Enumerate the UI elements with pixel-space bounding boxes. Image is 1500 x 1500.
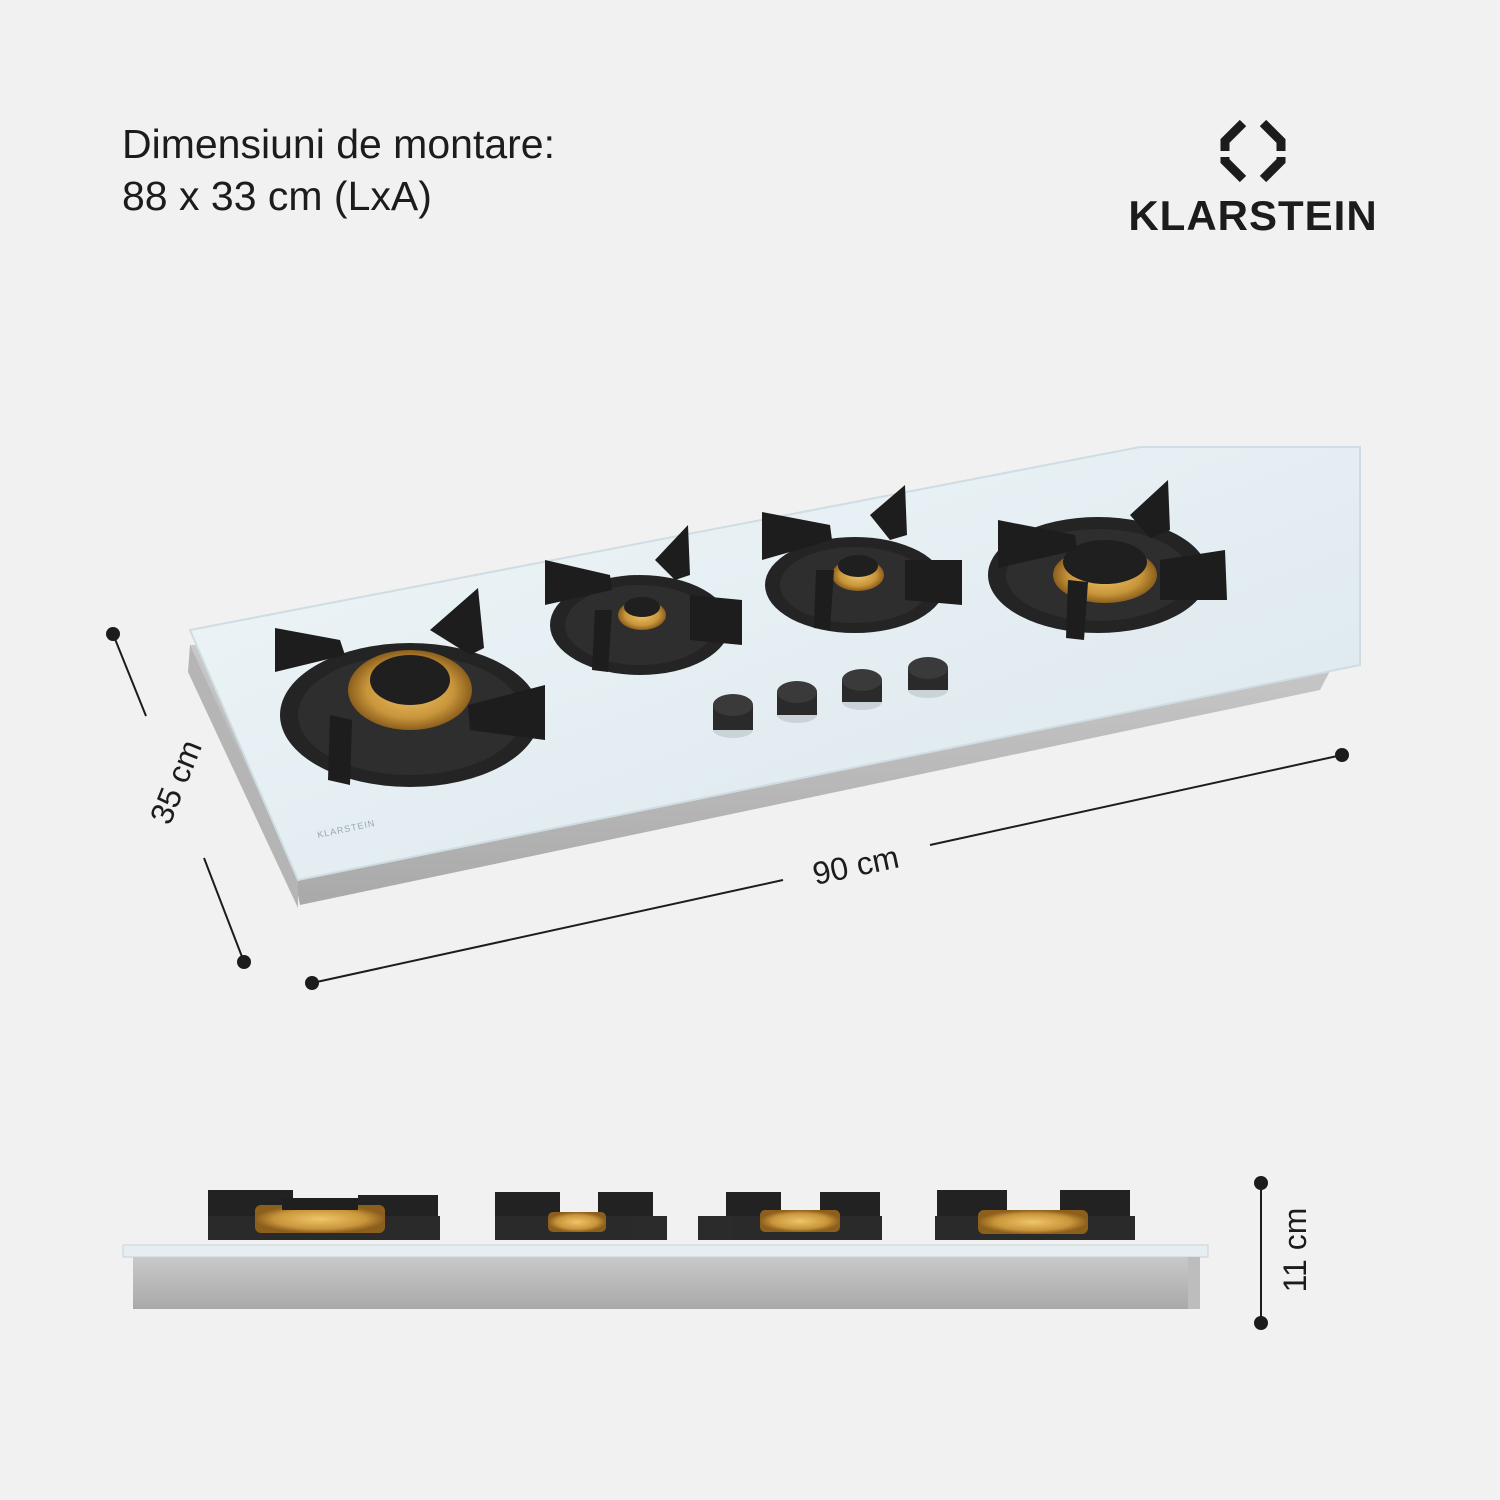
- dimension-endpoint-dot: [1254, 1316, 1268, 1330]
- side-burner-1: [208, 1190, 440, 1240]
- heading-line-1: Dimensiuni de montare:: [122, 121, 555, 167]
- brand-logo: KLARSTEIN: [1118, 118, 1388, 248]
- control-knobs: [713, 657, 948, 738]
- dimension-endpoint-dot: [1254, 1176, 1268, 1190]
- burner-right: [988, 480, 1227, 640]
- burner-back-right: [762, 485, 962, 633]
- side-steel-body: [133, 1257, 1188, 1309]
- heading-line-2: 88 x 33 cm (LxA): [122, 173, 432, 219]
- brand-name: KLARSTEIN: [1128, 192, 1378, 239]
- hob-top-view: KLARSTEIN: [188, 446, 1361, 908]
- burner-front-left: [275, 588, 545, 787]
- control-knob-3: [842, 669, 882, 710]
- side-glass-top: [122, 1244, 1209, 1258]
- control-knob-1: [713, 694, 753, 738]
- mounting-dimensions-heading: Dimensiuni de montare: 88 x 33 cm (LxA): [122, 118, 555, 222]
- width-label: 90 cm: [809, 839, 902, 892]
- hob-side-view: [122, 1190, 1209, 1309]
- side-burner-4: [935, 1190, 1135, 1240]
- control-knob-4: [908, 657, 948, 698]
- control-knob-2: [777, 681, 817, 723]
- dimension-endpoint-dot: [1335, 748, 1349, 762]
- depth-label: 35 cm: [143, 735, 209, 829]
- dimension-endpoint-dot: [305, 976, 319, 990]
- side-burner-3: [698, 1192, 882, 1240]
- dimension-endpoint-dot: [237, 955, 251, 969]
- dimension-endpoint-dot: [106, 627, 120, 641]
- klarstein-diamond-logo-icon: [1220, 119, 1286, 183]
- height-label: 11 cm: [1277, 1208, 1313, 1293]
- height-dimension: 11 cm: [1254, 1176, 1313, 1330]
- side-burner-2: [495, 1192, 667, 1240]
- burner-back-left: [545, 525, 742, 675]
